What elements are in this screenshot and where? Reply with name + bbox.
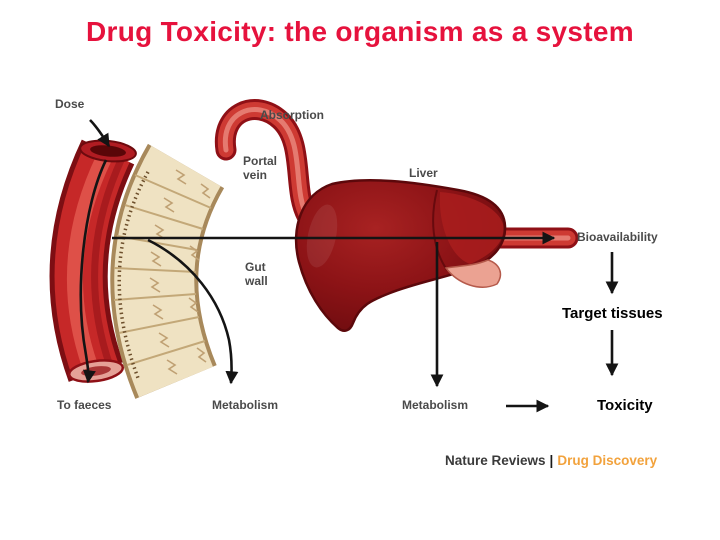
label-bioavailability: Bioavailability bbox=[577, 230, 658, 244]
slide-title: Drug Toxicity: the organism as a system bbox=[85, 16, 634, 47]
liver-shape bbox=[294, 178, 507, 332]
label-gut-wall: Gut wall bbox=[245, 260, 268, 289]
label-metabolism-liver: Metabolism bbox=[402, 398, 469, 412]
annotation-toxicity: Toxicity bbox=[597, 397, 653, 414]
label-portal-vein-line1: Portal bbox=[243, 154, 278, 168]
blood-vessel-shape bbox=[49, 139, 137, 383]
label-absorption: Absorption bbox=[260, 108, 324, 122]
label-dose: Dose bbox=[55, 97, 85, 111]
brush-border bbox=[117, 171, 150, 379]
to-faeces-arrow bbox=[79, 159, 108, 384]
label-liver: Liver bbox=[409, 166, 438, 180]
gut-wall-shape bbox=[110, 143, 225, 399]
label-gut-wall-line2: wall bbox=[245, 273, 268, 288]
gut-metabolism-arrow bbox=[147, 238, 239, 385]
credit-line: Nature Reviews|Drug Discovery bbox=[445, 453, 657, 468]
dose-arrow bbox=[89, 119, 111, 148]
label-gut-wall-line1: Gut bbox=[245, 260, 266, 274]
credit-journal: Drug Discovery bbox=[557, 453, 658, 468]
gallbladder-shape bbox=[444, 259, 502, 288]
label-metabolism-gut: Metabolism bbox=[212, 398, 279, 412]
label-portal-vein-line2: vein bbox=[243, 167, 268, 182]
label-portal-vein: Portal vein bbox=[243, 154, 278, 183]
annotation-target-tissues: Target tissues bbox=[562, 305, 663, 322]
credit-separator: | bbox=[549, 453, 554, 468]
pathway-arrows bbox=[79, 119, 619, 413]
credit-source: Nature Reviews bbox=[445, 453, 546, 468]
label-to-faeces: To faeces bbox=[57, 398, 112, 412]
